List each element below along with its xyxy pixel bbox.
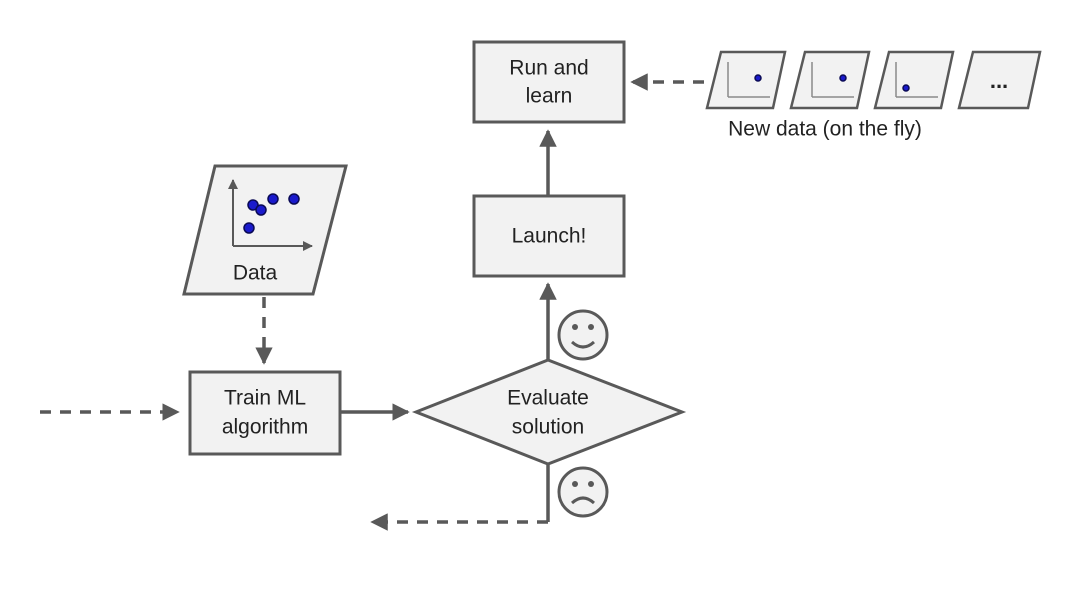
- data-scatter-axes-icon: [228, 179, 313, 251]
- evaluate-label-line1: Evaluate: [507, 387, 589, 410]
- run-and-learn-label-line2: learn: [526, 85, 573, 108]
- new-data-card-1: [705, 50, 787, 110]
- train-label-line2: algorithm: [222, 416, 308, 439]
- data-label: Data: [233, 262, 278, 285]
- sad-face-icon: [557, 466, 609, 518]
- run-and-learn-label-line1: Run and: [509, 57, 588, 80]
- run-and-learn-node: Run and learn: [472, 40, 626, 124]
- launch-label: Launch!: [512, 225, 587, 248]
- more-cards-ellipsis: ...: [990, 68, 1008, 93]
- happy-face-icon: [557, 309, 609, 361]
- train-ml-node: Train ML algorithm: [188, 370, 342, 456]
- evaluate-node: Evaluate solution: [411, 358, 687, 466]
- new-data-caption: New data (on the fly): [728, 118, 922, 141]
- data-node: Data: [182, 164, 348, 296]
- new-data-card-more: ...: [957, 50, 1042, 110]
- new-data-card-3: [873, 50, 955, 110]
- new-data-card-2: [789, 50, 871, 110]
- train-label-line1: Train ML: [224, 387, 306, 410]
- launch-node: Launch!: [472, 194, 626, 278]
- evaluate-label-line2: solution: [512, 416, 584, 439]
